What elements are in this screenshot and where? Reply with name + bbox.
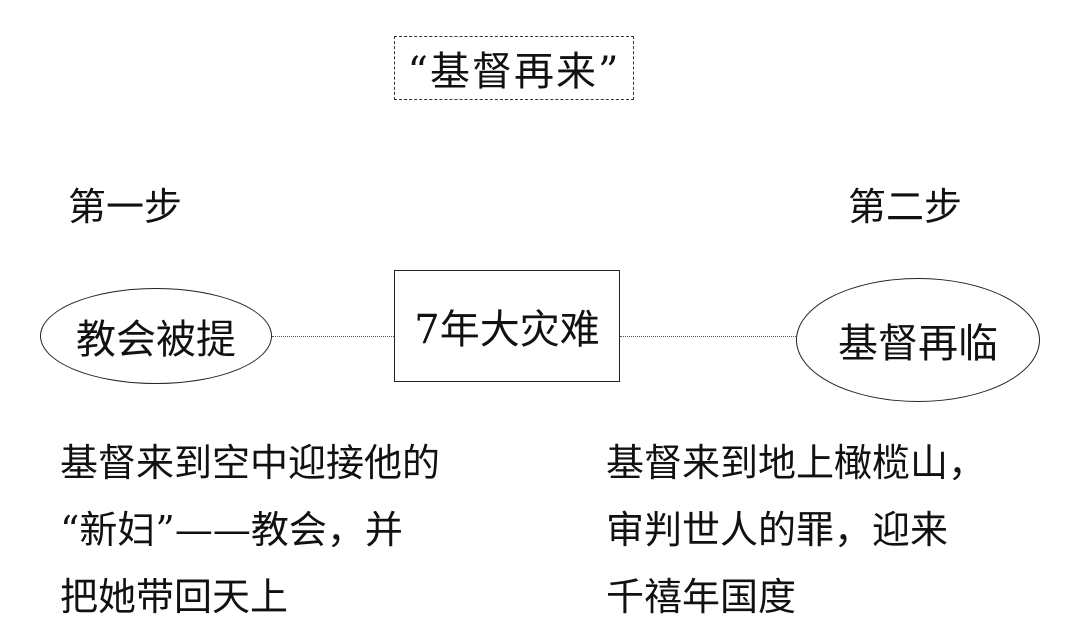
node-rapture: 教会被提	[40, 288, 272, 384]
diagram-title-text: “基督再来”	[407, 49, 621, 95]
connector-tribulation-return	[620, 336, 796, 337]
node-return: 基督再临	[796, 278, 1040, 402]
step-two-label: 第二步	[848, 185, 963, 229]
node-rapture-label: 教会被提	[76, 317, 236, 363]
description-line: 基督来到空中迎接他的	[60, 441, 441, 485]
description-line: 千禧年国度	[606, 575, 797, 619]
node-tribulation-label: 7年大灾难	[414, 307, 600, 353]
node-return-label: 基督再临	[838, 321, 998, 367]
description-line: 基督来到地上橄榄山，	[606, 441, 987, 485]
description-line: 审判世人的罪，迎来	[606, 508, 949, 552]
diagram-title: “基督再来”	[394, 36, 634, 100]
step-one-label: 第一步	[68, 185, 183, 229]
description-step-one: 基督来到空中迎接他的 “新妇”——教会，并 把她带回天上	[60, 430, 440, 631]
node-tribulation: 7年大灾难	[394, 270, 620, 382]
description-step-two: 基督来到地上橄榄山， 审判世人的罪，迎来 千禧年国度	[606, 430, 986, 631]
description-line: 把她带回天上	[60, 575, 289, 619]
connector-rapture-tribulation	[272, 336, 394, 337]
description-line: “新妇”——教会，并	[60, 508, 403, 552]
